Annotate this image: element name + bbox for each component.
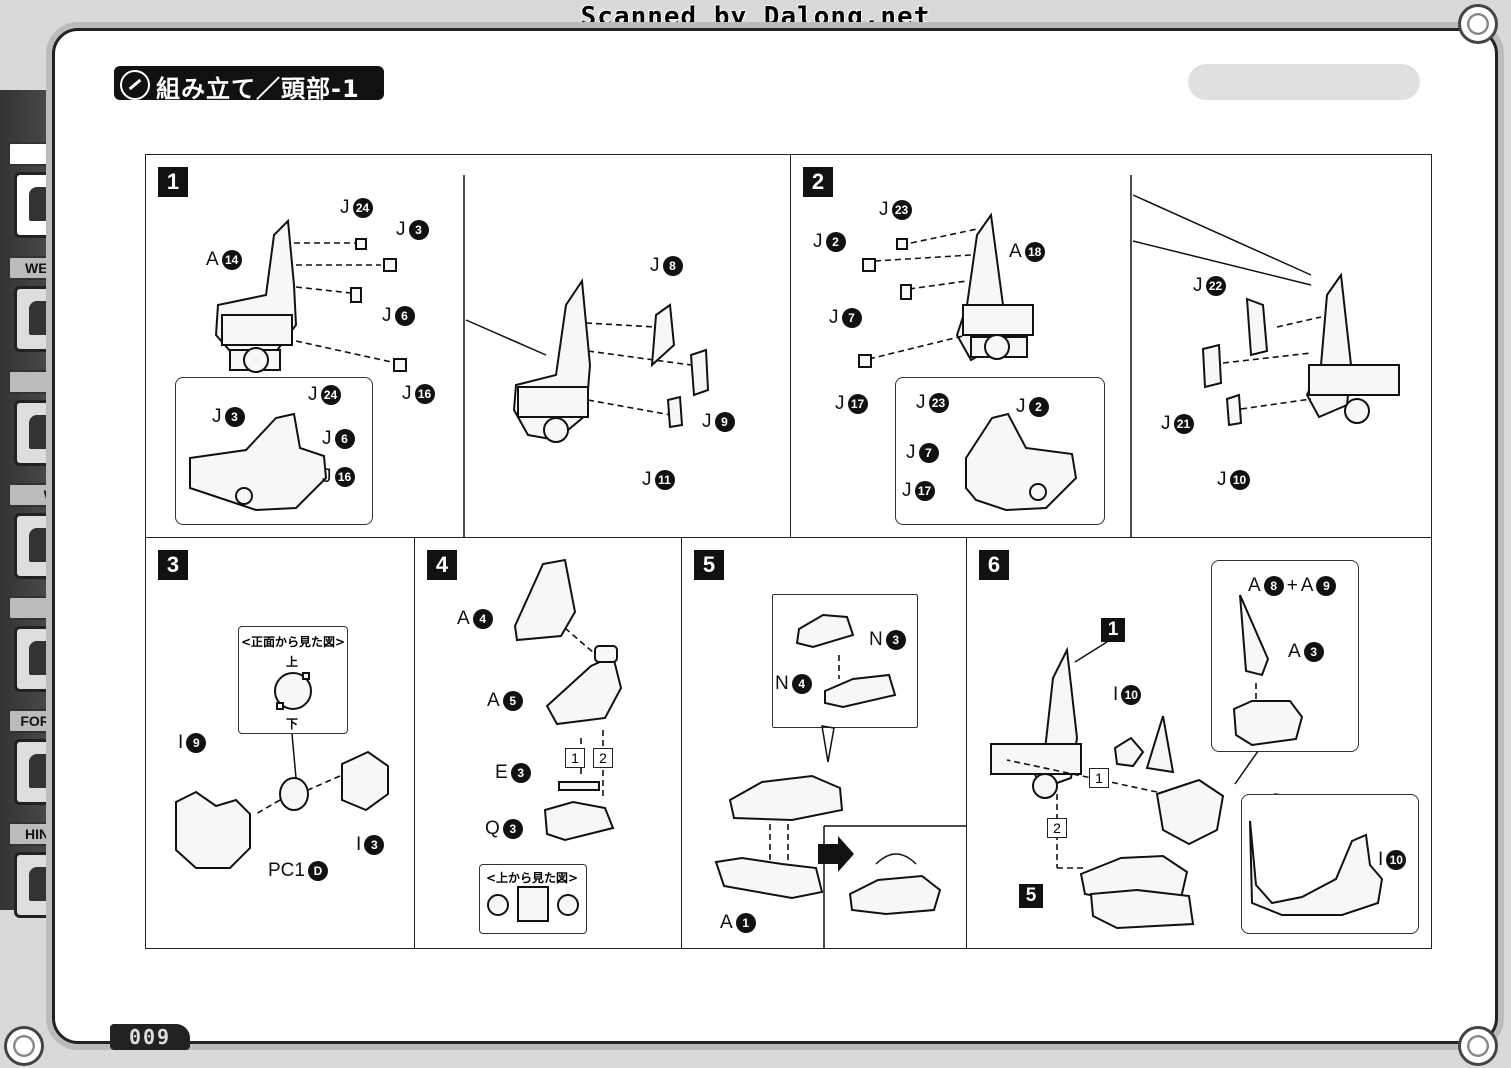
step-4-diagram: [513, 558, 623, 842]
down-label: 下: [286, 717, 299, 731]
order-1-label: 1: [1089, 768, 1109, 788]
order-2-label: 2: [593, 748, 613, 768]
top-view-label: <上から見た図>: [486, 871, 579, 885]
step-6-number: 6: [979, 550, 1009, 580]
page-title: 組み立て／頭部-1: [114, 66, 384, 103]
order-2-label: 2: [1047, 818, 1067, 838]
sub-step-1-label: 1: [1101, 618, 1125, 642]
step-3-diagram: [175, 733, 389, 869]
front-view-inset: <正面から見た図> 上 下: [238, 626, 348, 734]
scan-credit: Scanned by Dalong.net: [580, 2, 931, 32]
step-4-number: 4: [427, 550, 457, 580]
step-3-number: 3: [158, 550, 188, 580]
wrench-icon: [120, 70, 150, 100]
page-number: 009: [110, 1024, 190, 1050]
bleed-through-banner: [1188, 64, 1420, 100]
step-5-diagram: [714, 725, 967, 948]
step-6-diagram: [990, 641, 1291, 930]
step-2-diagram: [858, 175, 1400, 538]
sub-step-5-label: 5: [1019, 884, 1043, 908]
step-2-number: 2: [803, 167, 833, 197]
page-title-text: 組み立て／頭部-1: [156, 75, 360, 103]
top-view-inset: <上から見た図>: [479, 864, 587, 934]
step-1-diagram: [214, 175, 710, 538]
order-1-label: 1: [565, 748, 585, 768]
gear-icon: [1458, 1026, 1498, 1066]
step-5-number: 5: [694, 550, 724, 580]
step-1-number: 1: [158, 167, 188, 197]
front-view-label: <正面から見た図>: [241, 635, 346, 649]
up-label: 上: [286, 655, 299, 669]
gear-icon: [1458, 4, 1498, 44]
gear-icon: [4, 1026, 44, 1066]
